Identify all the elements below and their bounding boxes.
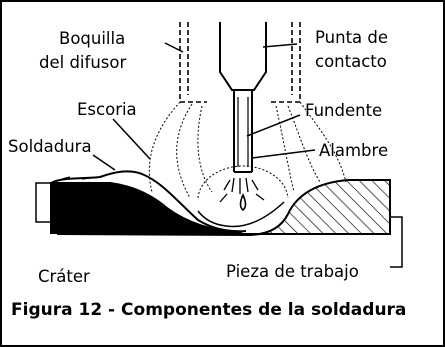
slag-texture — [61, 170, 131, 180]
label-boquilla-2: del difusor — [39, 53, 126, 72]
figure-caption: Figura 12 - Componentes de la soldadura — [11, 300, 407, 320]
label-alambre: Alambre — [319, 141, 388, 160]
label-pieza: Pieza de trabajo — [226, 262, 359, 281]
leader-escoria — [112, 118, 151, 160]
label-escoria: Escoria — [77, 100, 137, 119]
label-soldadura: Soldadura — [8, 137, 92, 156]
wire — [233, 90, 253, 173]
contact-tip — [219, 22, 267, 91]
weld-bead — [50, 182, 243, 234]
slag-layer — [50, 170, 247, 233]
weld-end-bracket — [35, 182, 51, 223]
label-fundente: Fundente — [305, 101, 382, 120]
wire-core — [237, 97, 249, 167]
label-boquilla-1: Boquilla — [59, 29, 125, 48]
nozzle-left-wall — [179, 22, 207, 103]
nozzle-right-wall — [270, 22, 301, 103]
shielding-gas-left — [148, 101, 213, 199]
droplet — [239, 193, 247, 212]
workpiece — [56, 179, 391, 237]
arc-dome — [197, 165, 289, 199]
molten-pool-edge — [197, 201, 285, 228]
leader-fundente — [246, 114, 301, 137]
arc-spray — [219, 177, 265, 203]
label-punta-2: contacto — [315, 52, 387, 71]
leader-boquilla — [164, 42, 184, 53]
leader-soldadura — [92, 154, 116, 171]
workpiece-bracket — [390, 216, 403, 268]
leader-punta — [262, 43, 298, 48]
welding-diagram: Boquilla del difusor Punta de contacto E… — [8, 22, 403, 286]
leader-alambre — [251, 149, 316, 159]
label-punta-1: Punta de — [315, 28, 388, 47]
label-crater: Cráter — [38, 267, 90, 286]
